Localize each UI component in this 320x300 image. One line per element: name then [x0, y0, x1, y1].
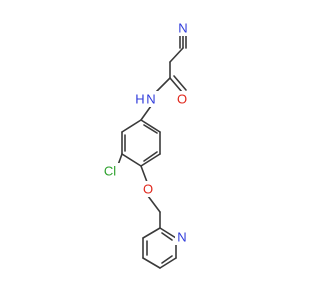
ring-double-bond [143, 124, 158, 134]
atom-o-carbonyl: O [177, 92, 187, 107]
carbonyl-bond [169, 77, 183, 93]
atom-h-amide: H [135, 92, 144, 107]
pyridine-bond [159, 257, 177, 269]
chain-bond [169, 47, 184, 63]
ring-double-bond [143, 151, 158, 162]
pyridine-bond [159, 227, 177, 239]
pyridine-double-bond [161, 255, 173, 264]
carbonyl-bond [173, 75, 187, 91]
atom-bg [176, 20, 190, 36]
structure-svg: N H N O Cl O N [100, 20, 190, 269]
bond-layer [117, 33, 187, 269]
pyridine-bond [142, 257, 161, 269]
ether-bond [140, 165, 148, 183]
ether-bond [147, 195, 161, 213]
atom-bg [141, 181, 156, 197]
ring-bond [121, 153, 142, 167]
ring-bond [140, 119, 161, 133]
atom-o-ether: O [143, 182, 153, 197]
atom-n-amide: N [146, 92, 155, 107]
atom-bg [131, 91, 161, 107]
atom-label-layer: N H N O Cl O N [100, 20, 190, 245]
atom-cl: Cl [104, 164, 116, 179]
ring-bond [121, 119, 142, 133]
n-aryl-bond [140, 105, 152, 121]
atom-bg [100, 163, 120, 179]
atom-n-nitrile: N [178, 21, 187, 36]
atom-bg [175, 229, 189, 245]
ring-bond [140, 153, 161, 167]
pyridine-double-bond [161, 232, 173, 241]
atom-n-pyridine: N [177, 230, 186, 245]
atom-bg [175, 91, 190, 107]
chain-bond [155, 77, 171, 93]
pyridine-bond [142, 227, 161, 239]
molecule-diagram: N H N O Cl O N [100, 20, 190, 269]
